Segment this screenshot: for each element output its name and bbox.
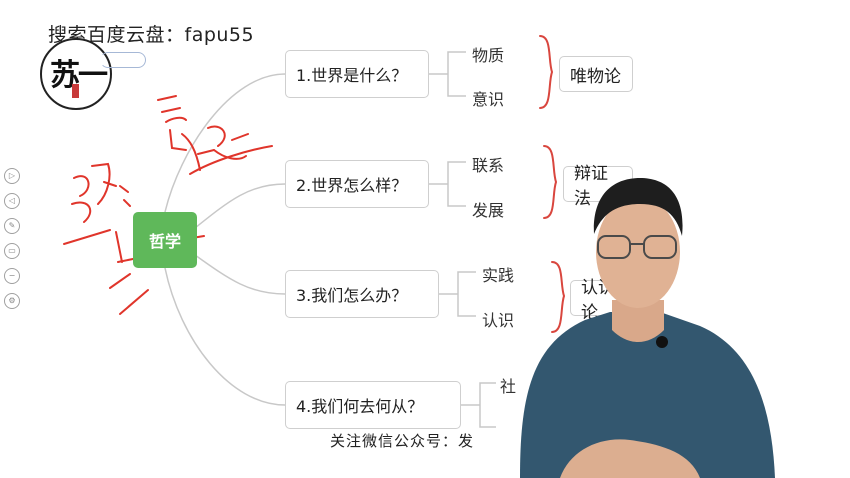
settings-icon[interactable]: ⚙ xyxy=(4,293,20,309)
leaf-node-3-1: 实践 xyxy=(482,266,515,285)
branch-node-2: 2.世界怎么样？ xyxy=(285,160,429,208)
presenter-shirt xyxy=(520,312,775,478)
leaf-node-2-1: 联系 xyxy=(472,156,505,175)
leaf-node-3-2: 认识 xyxy=(482,311,515,330)
branch-node-3: 3.我们怎么办？ xyxy=(285,270,439,318)
watermark-bottom: 关注微信公众号：发 xyxy=(330,432,475,450)
screen-icon[interactable]: ▭ xyxy=(4,243,20,259)
back-icon[interactable]: ◁ xyxy=(4,193,20,209)
logo-text: 苏一 xyxy=(50,58,108,93)
presenter-hands xyxy=(560,439,700,478)
branch-node-1: 1.世界是什么？ xyxy=(285,50,429,98)
glasses-icon xyxy=(597,235,677,259)
brand-logo: 苏一 xyxy=(40,38,112,110)
leaf-node-1-1: 物质 xyxy=(472,46,505,65)
leaf-node-2-2: 发展 xyxy=(472,201,505,220)
result-node-1: 唯物论 xyxy=(559,56,633,92)
leaf-node-1-2: 意识 xyxy=(472,90,505,109)
presenter-hair xyxy=(593,178,683,236)
presenter-face xyxy=(596,196,680,308)
logo-seal-icon xyxy=(72,84,79,98)
cloud-swirl-icon xyxy=(100,52,146,68)
leaf-node-4-1: 社 xyxy=(500,377,517,396)
presenter-neck xyxy=(612,300,664,342)
pen-icon[interactable]: ✎ xyxy=(4,218,20,234)
mindmap-root-node: 哲学 xyxy=(133,212,197,268)
play-icon[interactable]: ▷ xyxy=(4,168,20,184)
lapel-mic-icon xyxy=(656,336,668,348)
branch-node-4: 4.我们何去何从？ xyxy=(285,381,461,429)
player-side-toolbar: ▷ ◁ ✎ ▭ − ⚙ xyxy=(4,168,20,318)
watermark-top: 搜索百度云盘：fapu55 xyxy=(48,24,255,46)
minus-icon[interactable]: − xyxy=(4,268,20,284)
